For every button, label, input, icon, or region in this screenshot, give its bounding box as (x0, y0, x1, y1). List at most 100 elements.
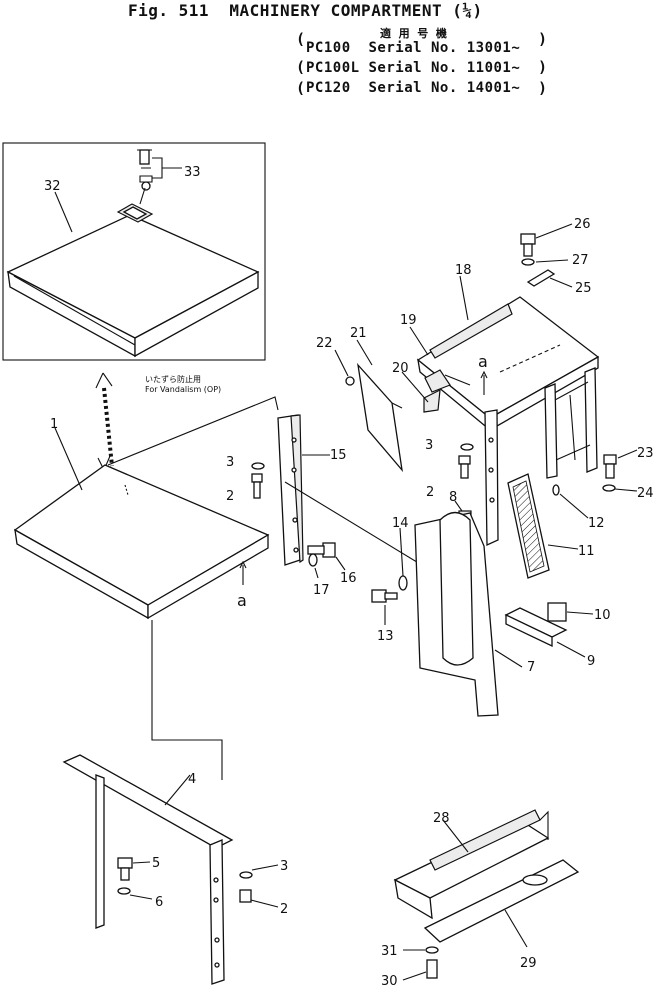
serial-line-pc100l: PC100L Serial No. 11001~ (306, 60, 521, 76)
callout-13: 13 (377, 629, 394, 644)
close-bracket: ) (538, 79, 548, 97)
callout-23: 23 (637, 446, 654, 461)
callout-9: 9 (587, 654, 595, 669)
callout-2b: 2 (426, 485, 434, 500)
close-bracket: ) (538, 30, 548, 48)
leader-30 (402, 971, 427, 981)
leader-22 (334, 349, 349, 377)
washer-17 (308, 553, 318, 567)
leader-10 (566, 611, 594, 615)
leader-19 (409, 326, 429, 356)
callout-15: 15 (330, 448, 347, 463)
cover-outline-line (107, 396, 279, 466)
leader-1 (54, 427, 83, 491)
leader-14 (399, 527, 404, 577)
serial-line-pc100: PC100 Serial No. 13001~ (306, 40, 521, 56)
bracket-15 (277, 414, 304, 566)
bottom-cover-28 (393, 809, 550, 920)
bolt-23 (603, 454, 617, 479)
callout-27: 27 (572, 253, 589, 268)
leader-21 (356, 339, 373, 366)
leader-23 (617, 449, 638, 459)
leader-32 (54, 191, 73, 233)
washer-3-a (251, 462, 265, 470)
alignment-line (151, 620, 223, 780)
bolt-2-a (251, 473, 263, 499)
callout-24: 24 (637, 486, 654, 501)
callout-14: 14 (392, 516, 409, 531)
washer-3-b (460, 443, 474, 451)
callout-4: 4 (188, 772, 196, 787)
bolt-16 (307, 542, 336, 558)
callout-3c: 3 (280, 859, 288, 874)
bolt-2-c (239, 889, 252, 903)
leader-2c (250, 899, 279, 908)
bolt-30 (426, 959, 438, 979)
callout-3a: 3 (226, 455, 234, 470)
callout-33: 33 (184, 165, 201, 180)
leader-16 (335, 556, 346, 571)
callout-3b: 3 (425, 438, 433, 453)
washer-14 (398, 575, 408, 591)
callout-2c: 2 (280, 902, 288, 917)
vandalism-cover-32 (6, 203, 260, 358)
callout-11: 11 (578, 544, 595, 559)
rear-legs (544, 367, 598, 479)
leader-7 (494, 649, 523, 668)
leader-20 (401, 371, 429, 403)
leader-3c (251, 864, 279, 871)
callout-5: 5 (152, 856, 160, 871)
clip-12 (552, 484, 560, 496)
assembly-line (284, 481, 431, 571)
vandalism-note-en: For Vandalism (OP) (145, 385, 221, 394)
callout-29: 29 (520, 956, 537, 971)
serial-line-pc120: PC120 Serial No. 14001~ (306, 80, 521, 96)
callout-8: 8 (449, 490, 457, 505)
side-panel-7 (414, 511, 499, 717)
leader-33 (152, 157, 182, 179)
bolt-13 (371, 589, 398, 603)
callout-a-upper: a (478, 352, 488, 371)
open-bracket: ( (296, 58, 306, 76)
leader-6 (129, 894, 153, 900)
leader-11 (547, 544, 579, 550)
callout-1: 1 (50, 417, 58, 432)
lower-frame-4 (62, 754, 234, 985)
leader-25 (549, 277, 573, 288)
callout-7: 7 (527, 660, 535, 675)
strip-9 (504, 607, 568, 648)
double-arrow (95, 372, 114, 471)
open-bracket: ( (296, 30, 306, 48)
callout-25: 25 (575, 281, 592, 296)
washer-27 (521, 258, 535, 266)
callout-32: 32 (44, 179, 61, 194)
panel-21 (357, 362, 403, 473)
open-bracket: ( (296, 79, 306, 97)
bolt-5 (117, 857, 133, 881)
figure-title: Fig. 511 MACHINERY COMPARTMENT (¼) (128, 1, 483, 20)
leader-12 (559, 493, 589, 519)
bolt-26 (520, 233, 536, 257)
leader-9 (556, 641, 586, 658)
arrow-a-lower (239, 560, 247, 585)
leader-5 (132, 861, 151, 864)
post-front (484, 409, 499, 547)
washer-3-c (239, 871, 253, 879)
upper-frame-18 (416, 296, 600, 432)
callout-21: 21 (350, 326, 367, 341)
leader-4 (164, 774, 191, 806)
bolt-22 (345, 376, 355, 386)
main-cover-1 (13, 464, 270, 620)
bottom-plate-29 (423, 859, 580, 943)
callout-6: 6 (155, 895, 163, 910)
leader-8 (454, 500, 463, 512)
washer-31 (425, 946, 439, 954)
leader-17 (314, 567, 319, 579)
leader-26 (535, 223, 573, 239)
washer-24 (602, 484, 616, 492)
callout-30: 30 (381, 974, 398, 989)
leader-29 (504, 909, 528, 948)
callout-22: 22 (316, 336, 333, 351)
washer-6 (117, 887, 131, 895)
callout-17: 17 (313, 583, 330, 598)
